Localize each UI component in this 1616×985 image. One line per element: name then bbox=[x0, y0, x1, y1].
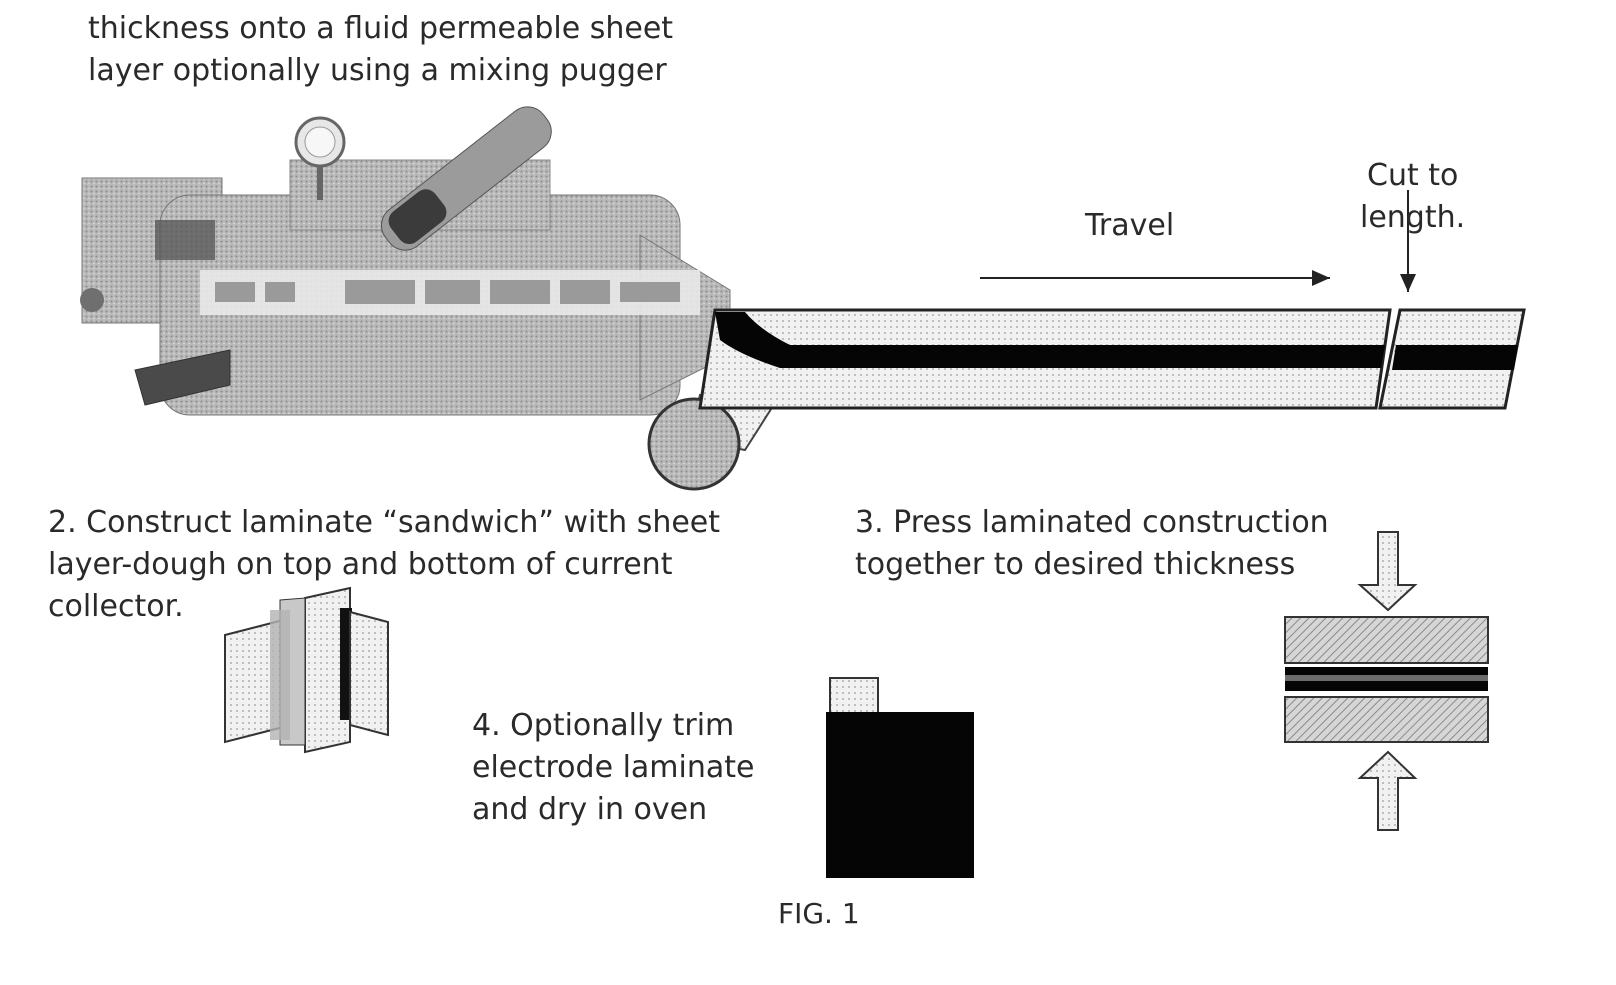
mixing-pugger-machine bbox=[80, 99, 730, 415]
step4-text-line-c: and dry in oven bbox=[472, 789, 707, 831]
step2-text-line-c: collector. bbox=[48, 586, 184, 628]
step2-text-line-b: layer-dough on top and bottom of current bbox=[48, 544, 672, 586]
press-illustration bbox=[1285, 532, 1488, 830]
step2-text-line-a: 2. Construct laminate “sandwich” with sh… bbox=[48, 502, 720, 544]
laminate-strip bbox=[700, 310, 1524, 408]
step1-text-line-a: thickness onto a fluid permeable sheet bbox=[88, 8, 673, 50]
cut-label-line-b: length. bbox=[1360, 197, 1465, 239]
step3-text-line-b: together to desired thickness bbox=[855, 544, 1295, 586]
figure-caption: FIG. 1 bbox=[778, 893, 860, 935]
step4-text-line-a: 4. Optionally trim bbox=[472, 705, 734, 747]
step4-text-line-b: electrode laminate bbox=[472, 747, 754, 789]
trimmed-electrode bbox=[826, 678, 974, 878]
step3-text-line-a: 3. Press laminated construction bbox=[855, 502, 1329, 544]
cut-label-line-a: Cut to bbox=[1367, 155, 1458, 197]
sandwich-illustration bbox=[225, 588, 388, 752]
travel-label: Travel bbox=[1085, 205, 1174, 247]
step1-text-line-b: layer optionally using a mixing pugger bbox=[88, 50, 667, 92]
